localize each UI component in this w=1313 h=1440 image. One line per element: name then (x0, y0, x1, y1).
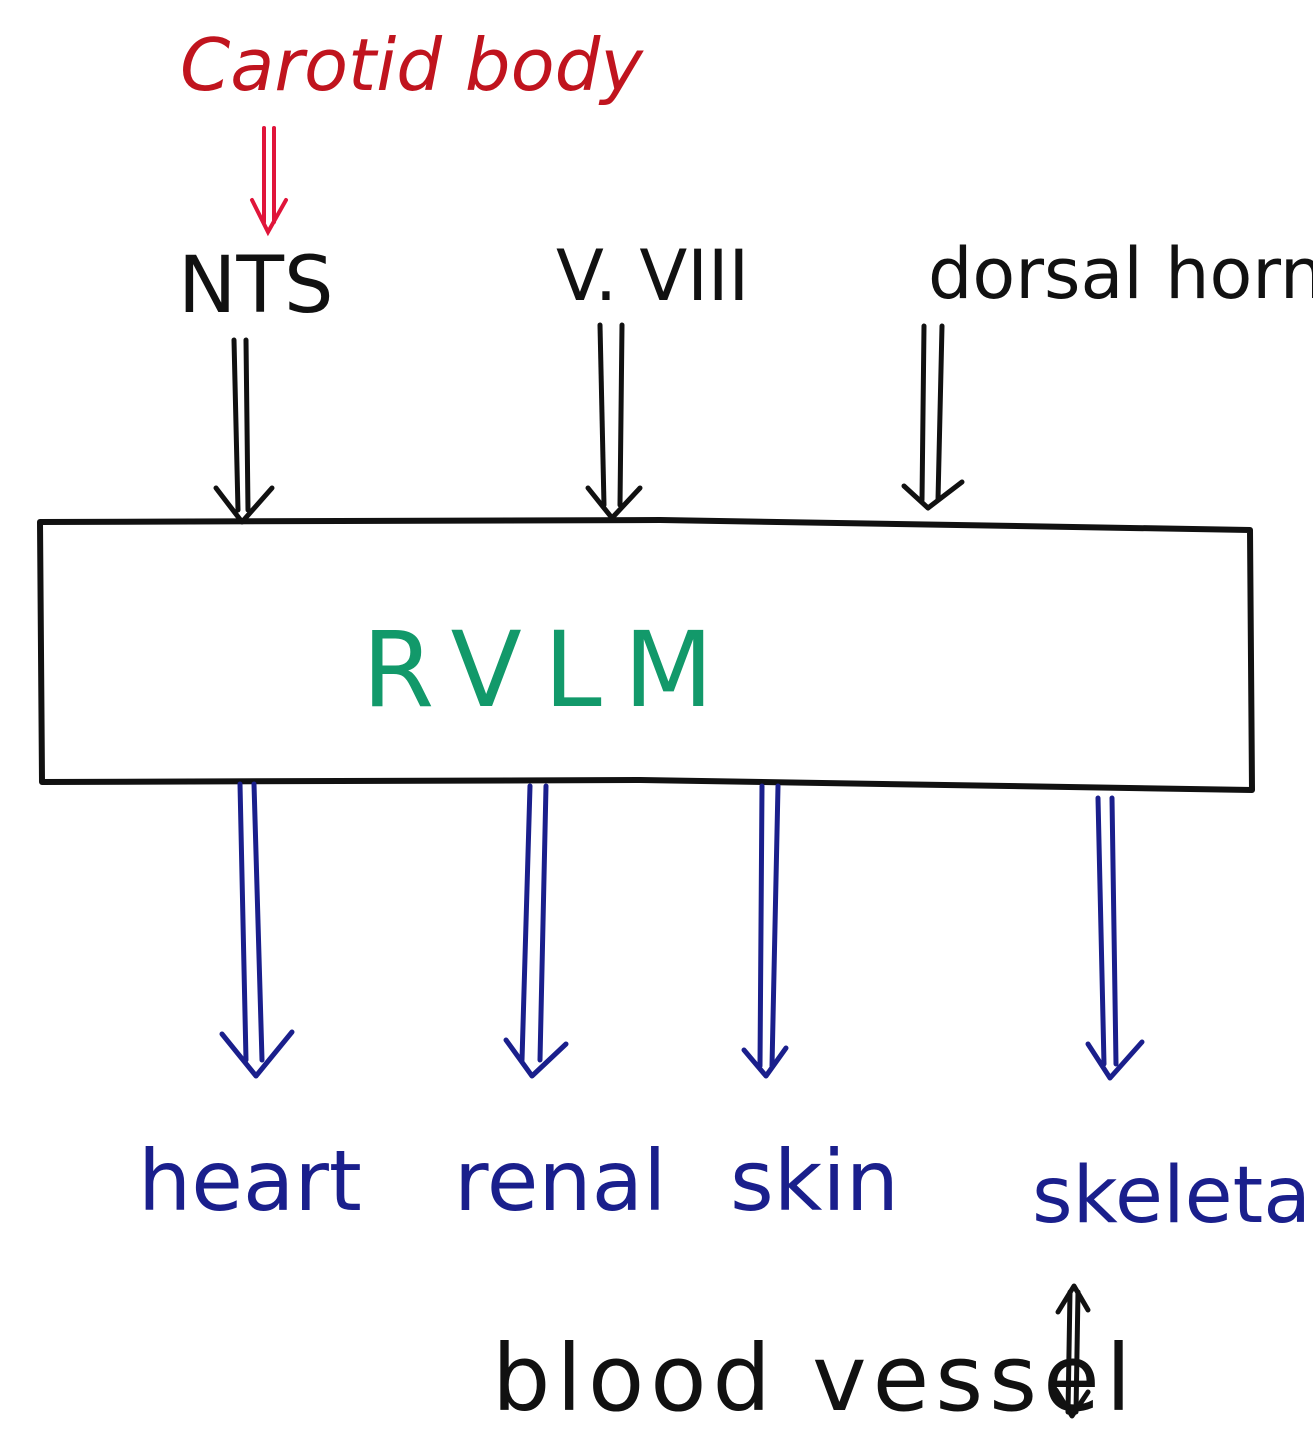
rvlm-to-skeletal-arrow (1085, 795, 1145, 1081)
input-label-v-viii: V. VIII (556, 235, 749, 317)
carotid-to-nts-arrow (250, 126, 288, 237)
dorsal-horn-to-rvlm-arrow (901, 323, 965, 511)
input-label-dorsal-horn: dorsal horn (928, 233, 1313, 315)
blood-vessel-label: blood vessel (492, 1325, 1137, 1432)
v-viii-to-rvlm-arrow (585, 322, 643, 521)
output-label-renal: renal (454, 1132, 666, 1230)
rvlm-box (37, 517, 1255, 793)
rvlm-to-renal-arrow (503, 783, 569, 1079)
input-label-nts: NTS (178, 241, 334, 331)
double-headed-vertical-arrow-icon (1053, 1283, 1091, 1419)
rvlm-to-skin-arrow (741, 783, 789, 1079)
rvlm-to-heart-arrow (219, 781, 295, 1079)
output-label-skin: skin (730, 1132, 899, 1230)
nts-to-rvlm-arrow (213, 337, 275, 525)
carotid-body-label: Carotid body (180, 23, 644, 107)
rvlm-label: RVLM (362, 609, 735, 731)
output-label-heart: heart (138, 1132, 362, 1230)
output-label-skeletal: skeletal (1032, 1151, 1313, 1241)
